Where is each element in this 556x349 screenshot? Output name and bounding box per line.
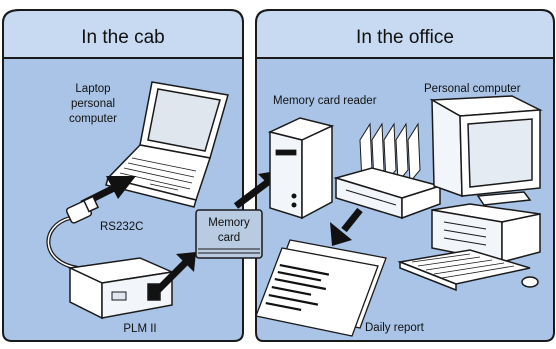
laptop-label-line1: Laptop	[75, 83, 110, 95]
arrow-printer-to-report	[330, 207, 363, 246]
plm-device-icon	[67, 257, 175, 320]
rs232c-label: RS232C	[100, 221, 143, 233]
daily-report-label: Daily report	[365, 322, 425, 334]
memory-card-label-line1: Memory	[208, 217, 250, 229]
panel-title-office: In the office	[356, 27, 454, 48]
personal-computer-label: Personal computer	[424, 83, 521, 95]
printer-icon	[333, 122, 443, 220]
panel-title-cab: In the cab	[81, 27, 164, 48]
memory-card-reader-label: Memory card reader	[273, 95, 377, 107]
plm-label: PLM II	[123, 323, 156, 335]
personal-computer-icon	[397, 95, 543, 292]
memory-card-label-line2: card	[218, 232, 240, 244]
arrow-plm-to-card	[155, 252, 196, 293]
memory-card-reader-icon	[267, 117, 335, 220]
rs232c-connector-icon	[46, 195, 100, 270]
laptop-label-line2: personal	[71, 98, 115, 110]
daily-report-icon	[255, 239, 387, 337]
laptop-icon	[105, 81, 229, 208]
laptop-label-line3: computer	[69, 113, 117, 125]
memory-card-icon	[195, 209, 263, 259]
